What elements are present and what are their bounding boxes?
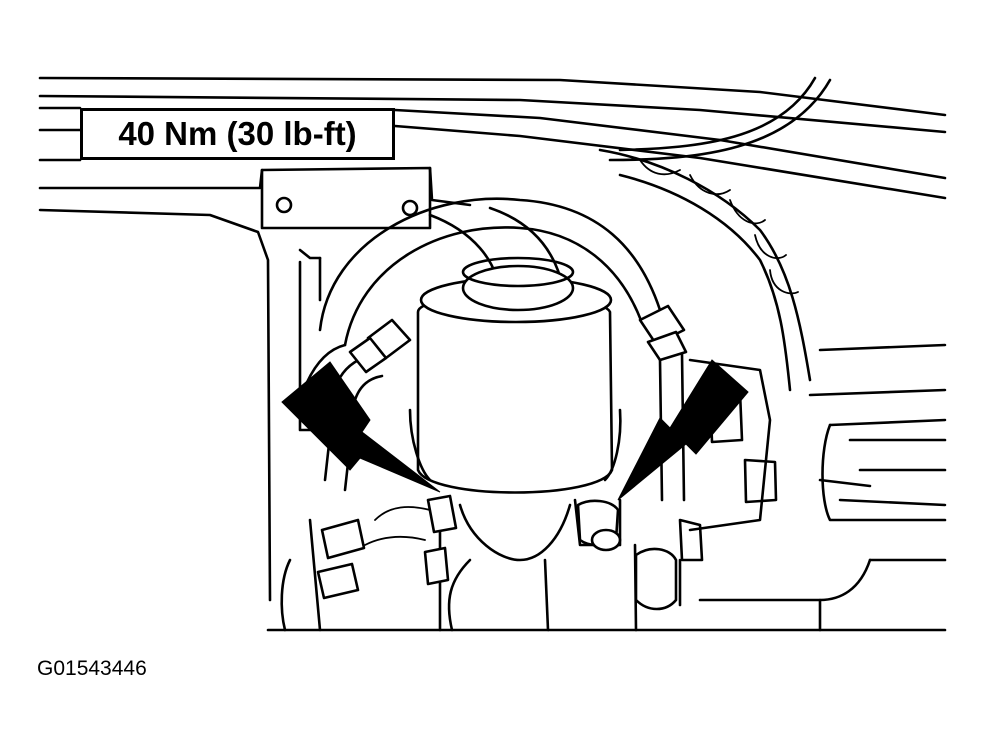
right-components — [298, 248, 947, 632]
fittings — [348, 304, 688, 502]
mounting-bracket — [38, 166, 472, 602]
torque-callout: 40 Nm (30 lb-ft) — [80, 108, 395, 160]
figure-id: G01543446 — [37, 657, 147, 680]
body-rails — [38, 76, 947, 200]
master-cylinder — [280, 494, 572, 632]
wiring-harness — [598, 76, 832, 392]
fluid-reservoir — [408, 256, 622, 494]
arrow-icon — [281, 359, 749, 501]
